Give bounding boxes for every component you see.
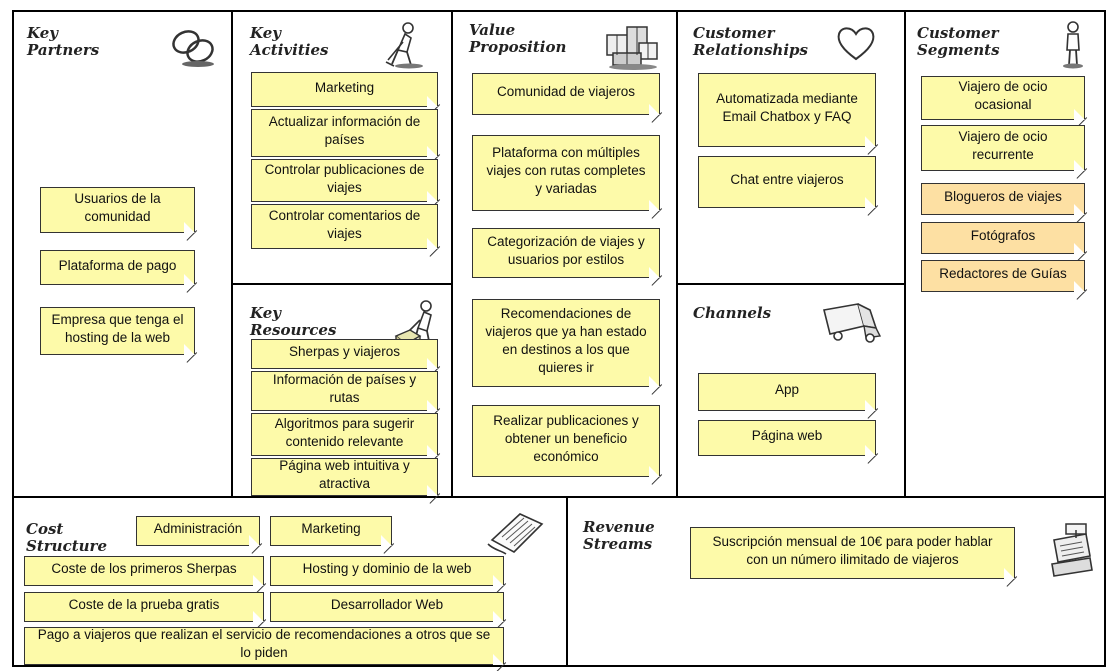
note-channel: Página web xyxy=(698,420,876,456)
key-resources-title: Key Resources xyxy=(250,304,337,339)
note-customer-segment: Fotógrafos xyxy=(921,222,1085,254)
note-key-resource: Sherpas y viajeros xyxy=(251,339,438,369)
note-key-partner: Empresa que tenga el hosting de la web xyxy=(40,307,195,355)
note-key-resource: Información de países y rutas xyxy=(251,371,438,411)
divider-activities-resources xyxy=(231,283,453,285)
person-icon xyxy=(1063,21,1083,69)
note-key-activity: Controlar publicaciones de viajes xyxy=(251,159,438,202)
note-key-activity: Actualizar información de países xyxy=(251,109,438,157)
customer-segments-title: Customer Segments xyxy=(917,24,1000,59)
divider-partners-activities xyxy=(231,10,233,498)
note-key-partner: Plataforma de pago xyxy=(40,250,195,285)
divider-value-relationships xyxy=(676,10,678,498)
chain-links-icon xyxy=(172,30,214,67)
note-cost: Marketing xyxy=(270,516,392,546)
note-cost: Pago a viajeros que realizan el servicio… xyxy=(24,627,504,665)
cost-structure-title: Cost Structure xyxy=(26,520,107,555)
note-customer-relationship: Automatizada mediante Email Chatbox y FA… xyxy=(698,73,876,147)
note-customer-segment: Redactores de Guías xyxy=(921,260,1085,292)
note-key-resource: Página web intuitiva y atractiva xyxy=(251,458,438,496)
canvas-frame xyxy=(12,10,1106,667)
note-revenue-stream: Suscripción mensual de 10€ para poder ha… xyxy=(690,527,1015,579)
heart-icon xyxy=(837,27,875,61)
note-channel: App xyxy=(698,373,876,411)
channels-title: Channels xyxy=(693,304,772,322)
cash-register-icon xyxy=(1051,523,1093,577)
note-key-partner: Usuarios de la comunidad xyxy=(40,187,195,233)
note-customer-segment: Blogueros de viajes xyxy=(921,183,1085,215)
note-key-resource: Algoritmos para sugerir contenido releva… xyxy=(251,413,438,456)
note-cost: Hosting y dominio de la web xyxy=(270,556,504,586)
note-key-activity: Controlar comentarios de viajes xyxy=(251,204,438,249)
note-value-proposition: Realizar publicaciones y obtener un bene… xyxy=(472,405,660,477)
note-cost: Coste de la prueba gratis xyxy=(24,592,264,622)
note-value-proposition: Comunidad de viajeros xyxy=(472,73,660,115)
key-partners-title: Key Partners xyxy=(27,24,100,59)
receipt-icon xyxy=(487,513,544,555)
note-customer-segment: Viajero de ocio recurrente xyxy=(921,125,1085,171)
note-cost: Desarrollador Web xyxy=(270,592,504,622)
note-key-activity: Marketing xyxy=(251,72,438,107)
divider-relationships-segments xyxy=(904,10,906,498)
value-proposition-title: Value Proposition xyxy=(469,21,567,56)
divider-top-bottom xyxy=(12,496,1106,498)
worker-icon xyxy=(385,22,423,69)
note-customer-segment: Viajero de ocio ocasional xyxy=(921,76,1085,120)
divider-activities-value xyxy=(451,10,453,498)
note-value-proposition: Categorización de viajes y usuarios por … xyxy=(472,228,660,278)
revenue-streams-title: Revenue Streams xyxy=(583,518,655,553)
note-customer-relationship: Chat entre viajeros xyxy=(698,156,876,208)
note-value-proposition: Plataforma con múltiples viajes con ruta… xyxy=(472,135,660,211)
divider-relationships-channels xyxy=(676,283,906,285)
key-activities-title: Key Activities xyxy=(250,24,329,59)
note-cost: Coste de los primeros Sherpas xyxy=(24,556,264,586)
note-value-proposition: Recomendaciones de viajeros que ya han e… xyxy=(472,299,660,387)
gift-packages-icon xyxy=(606,26,658,70)
note-cost: Administración xyxy=(136,516,260,546)
divider-cost-revenue xyxy=(566,496,568,667)
customer-relationships-title: Customer Relationships xyxy=(693,24,808,59)
delivery-truck-icon xyxy=(823,303,882,343)
